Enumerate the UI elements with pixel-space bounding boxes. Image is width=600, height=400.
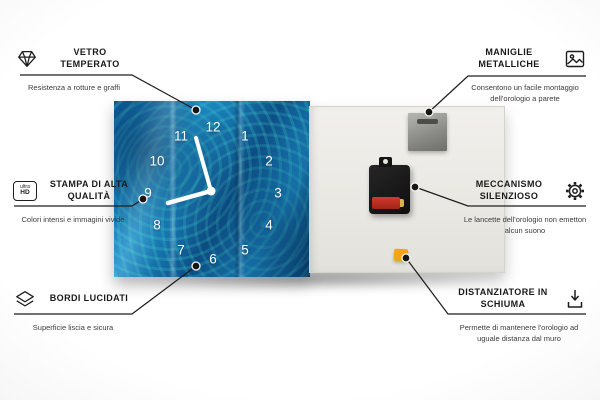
callout-silent-mechanism: MECCANISMO SILENZIOSO bbox=[462, 176, 588, 237]
callout-title: MECCANISMO SILENZIOSO bbox=[475, 179, 543, 201]
foam-spacer bbox=[393, 248, 409, 262]
callout-title: MANIGLIE METALLICHE bbox=[478, 47, 540, 69]
clock-number: 2 bbox=[265, 153, 273, 169]
clock-number: 1 bbox=[241, 128, 249, 144]
callout-hd-print: ultra HD STAMPA DI ALTA QUALITÀ Colori i… bbox=[12, 176, 134, 226]
ultra-hd-icon: ultra HD bbox=[12, 178, 38, 204]
foam-spacer-icon bbox=[562, 286, 588, 312]
callout-title: DISTANZIATORE IN SCHIUMA bbox=[458, 287, 548, 309]
clock-number: 6 bbox=[209, 251, 217, 267]
clock-number: 12 bbox=[205, 119, 221, 135]
clock-number: 4 bbox=[265, 217, 273, 233]
callout-foam-spacer: DISTANZIATORE IN SCHIUMA Permette di man… bbox=[450, 284, 588, 345]
clock-number: 5 bbox=[241, 242, 249, 258]
callout-title: STAMPA DI ALTA QUALITÀ bbox=[49, 179, 129, 201]
callout-description: Colori intensi e immagini vivide bbox=[21, 215, 125, 224]
callout-description: Le lancette dell'orologio non emetton al… bbox=[463, 215, 587, 235]
clock-number: 10 bbox=[149, 153, 165, 169]
clock-number: 9 bbox=[144, 185, 152, 201]
mechanism-hook bbox=[379, 157, 392, 167]
clock-number: 8 bbox=[153, 217, 161, 233]
clock-number: 11 bbox=[173, 128, 189, 144]
diamond-icon bbox=[14, 46, 40, 72]
polished-edges-icon bbox=[12, 286, 38, 312]
callout-polished-edges: BORDI LUCIDATI Superficie liscia e sicur… bbox=[12, 284, 134, 334]
clock-front-panel: 12 1 2 3 4 5 6 7 8 9 10 11 bbox=[114, 101, 310, 277]
callout-description: Permette di mantenere l'orologio ad ugua… bbox=[459, 323, 579, 343]
callout-metal-handles: MANIGLIE METALLICHE Consentono un facile… bbox=[462, 44, 588, 105]
picture-frame-icon bbox=[562, 46, 588, 72]
clock-hands bbox=[165, 136, 216, 206]
callout-description: Consentono un facile montaggio dell'orol… bbox=[471, 83, 579, 103]
clock-mechanism bbox=[369, 157, 410, 214]
callout-description: Resistenza a rotture e graffi bbox=[28, 83, 120, 92]
gear-icon bbox=[562, 178, 588, 204]
callout-title: BORDI LUCIDATI bbox=[49, 293, 129, 304]
clock-number: 7 bbox=[177, 242, 185, 258]
metal-hanger-plate bbox=[408, 113, 447, 151]
clock-number: 3 bbox=[274, 185, 282, 201]
battery bbox=[372, 197, 404, 209]
callout-description: Superficie liscia e sicura bbox=[32, 323, 114, 332]
callout-title: VETRO TEMPERATO bbox=[60, 47, 120, 69]
callout-tempered-glass: VETRO TEMPERATO Resistenza a rotture e g… bbox=[14, 44, 134, 94]
